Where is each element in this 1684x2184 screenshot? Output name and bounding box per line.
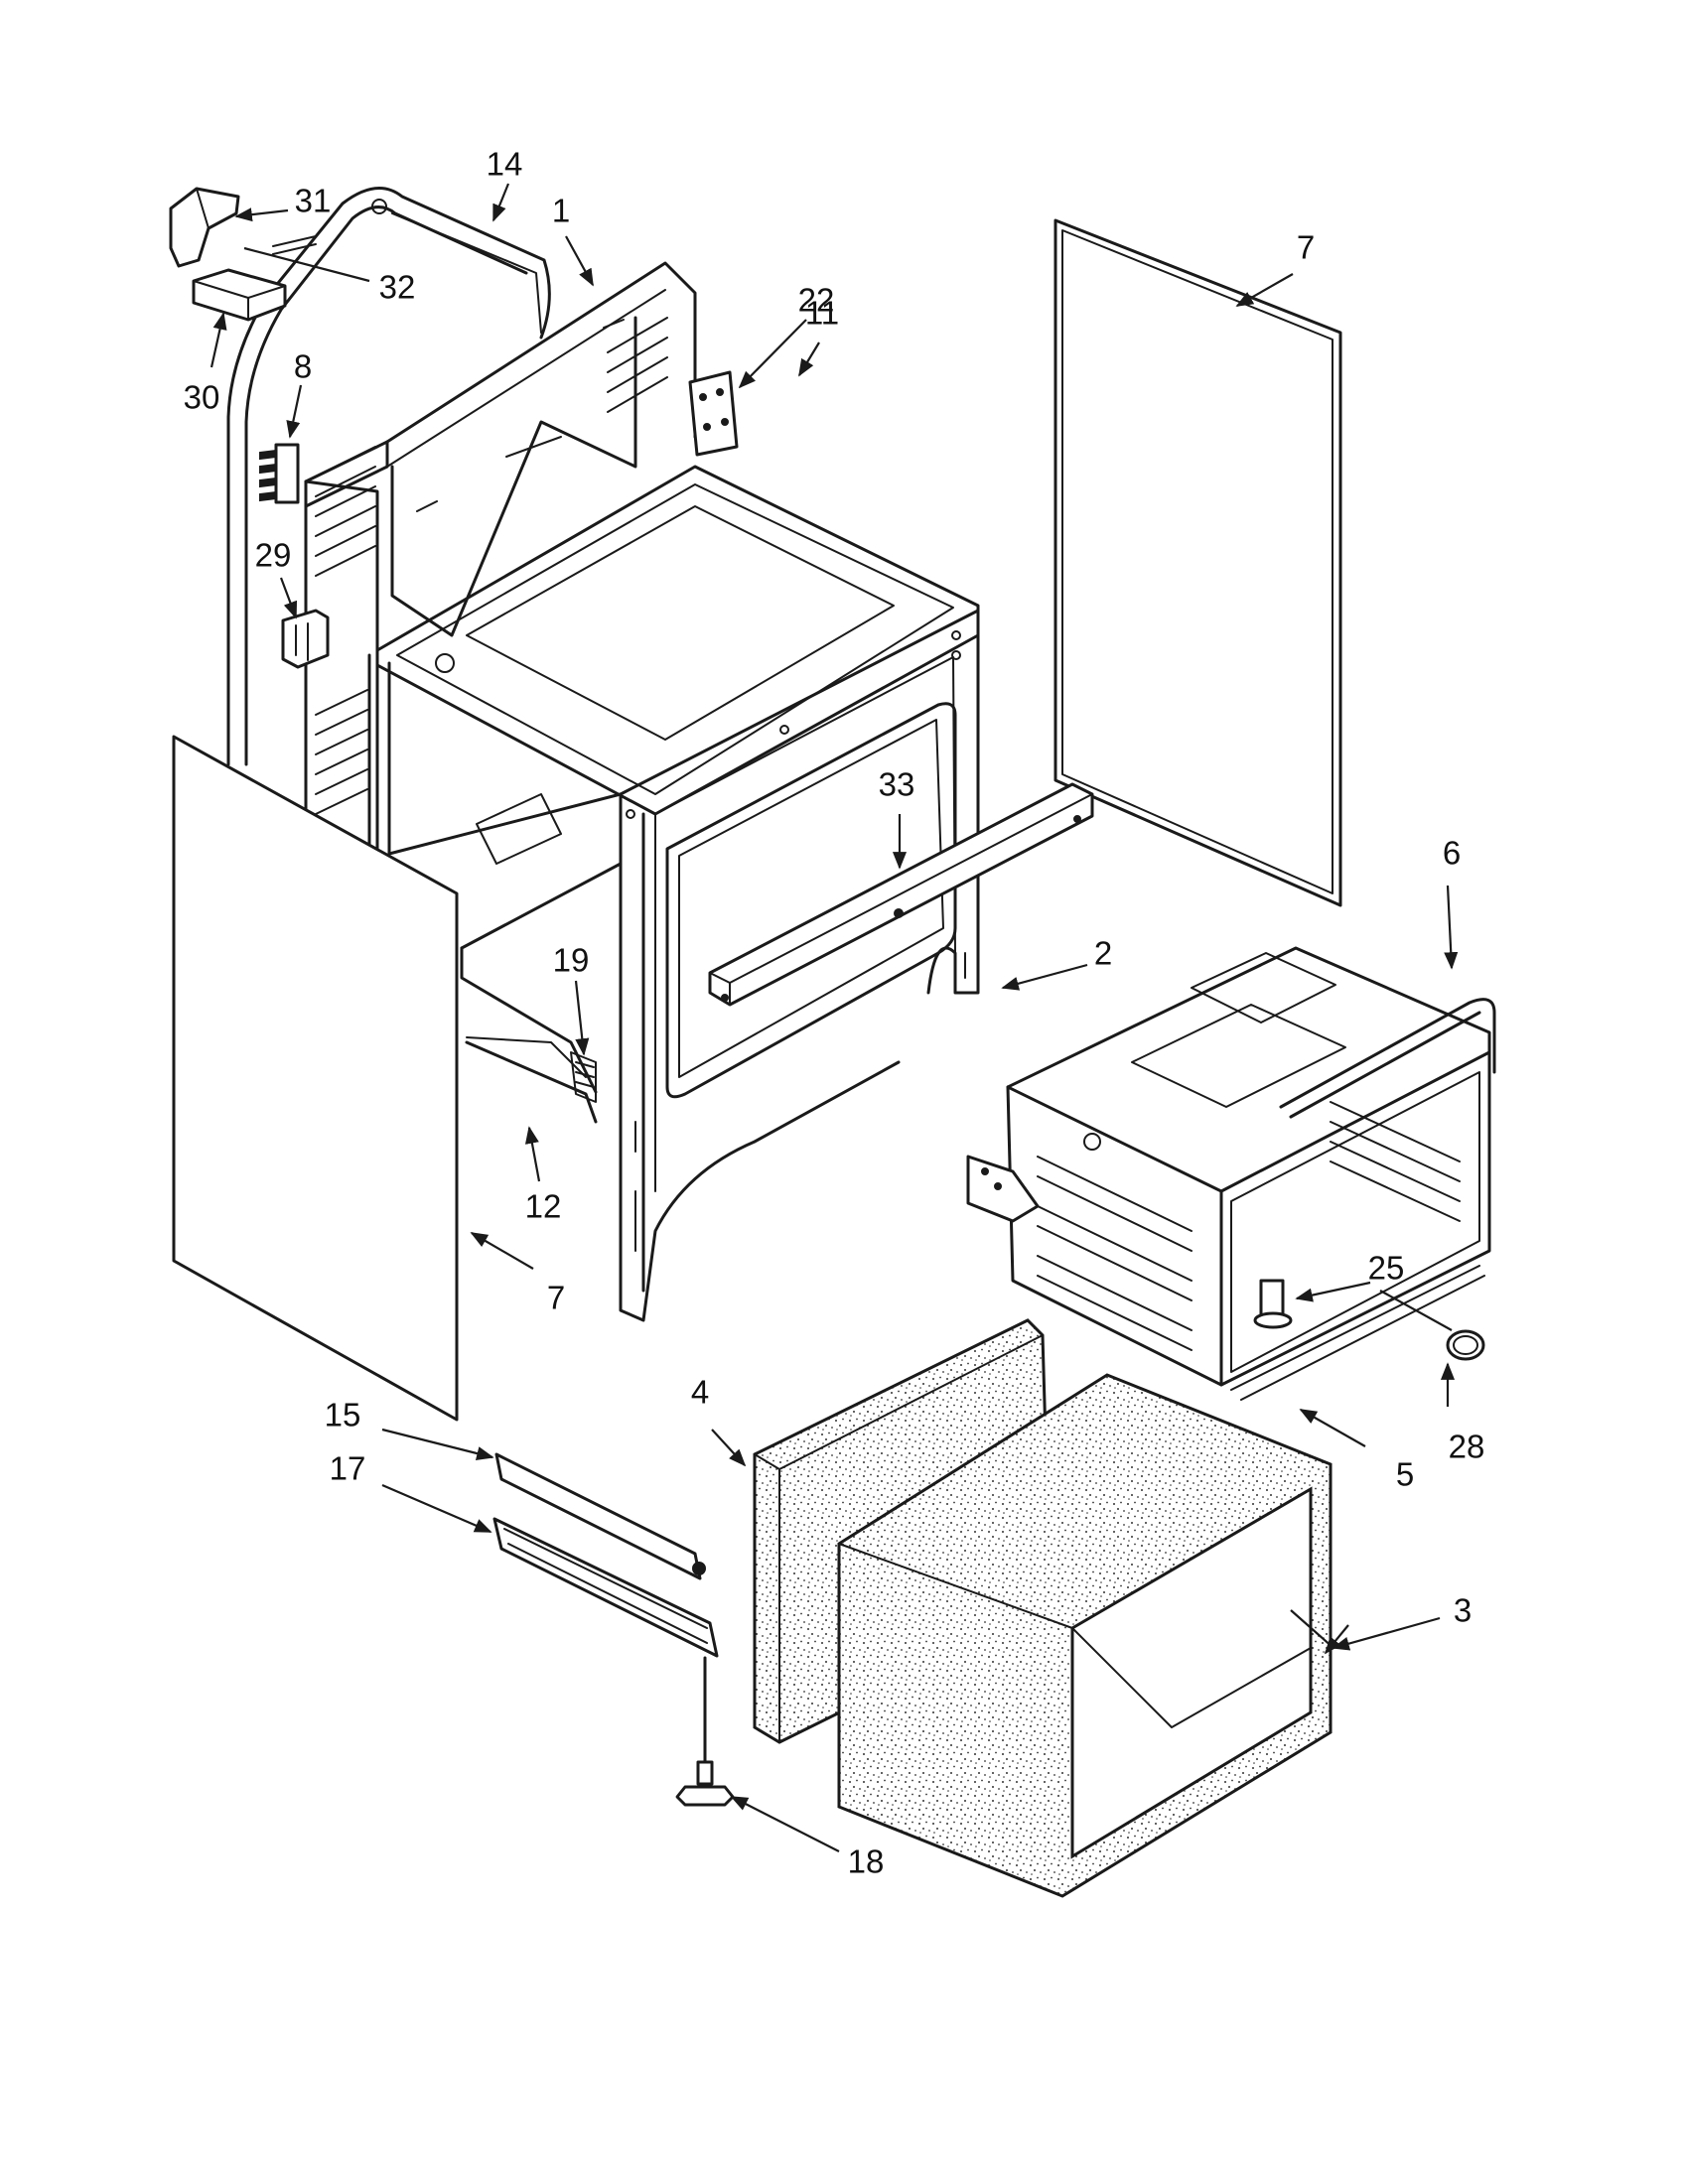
callout-22: 22 (798, 282, 835, 319)
side-panel-left (172, 735, 459, 1422)
callout-33: 33 (879, 766, 915, 803)
hinge-plate (688, 370, 739, 457)
callout-3: 3 (1454, 1592, 1472, 1629)
callout-6: 6 (1443, 835, 1461, 872)
insulation-3 (837, 1373, 1333, 1898)
callout-2: 2 (1094, 935, 1112, 972)
back-panel-vents (315, 317, 668, 815)
callout-14: 14 (487, 146, 523, 183)
callout-32: 32 (379, 269, 416, 306)
end-block-30 (192, 268, 287, 322)
backguard-frame (226, 187, 551, 766)
callout-8: 8 (294, 348, 312, 385)
callout-15: 15 (325, 1397, 361, 1433)
oven-liner (966, 946, 1496, 1401)
bottom-rail-bracket (465, 1040, 598, 1124)
callout-12: 12 (525, 1188, 562, 1225)
light-socket-28 (1446, 1329, 1485, 1361)
callout-17: 17 (330, 1450, 366, 1487)
callout-30: 30 (184, 379, 220, 416)
callout-31: 31 (295, 183, 332, 219)
callout-7-left: 7 (547, 1280, 565, 1316)
side-panel-right (1053, 218, 1342, 907)
callout-7-right: 7 (1297, 229, 1315, 266)
callout-25: 25 (1368, 1250, 1405, 1287)
callout-11: 11 (805, 295, 839, 332)
back-panel (304, 261, 697, 856)
callout-18: 18 (848, 1843, 885, 1880)
trim-strip-32 (272, 235, 317, 255)
leader-lines (210, 183, 1459, 1852)
crossbar (708, 782, 1094, 1007)
callout-5: 5 (1396, 1456, 1414, 1493)
terminal-block (259, 443, 300, 504)
drawer-slide-15 (494, 1452, 706, 1580)
callout-4: 4 (691, 1374, 709, 1411)
wire-clip (281, 609, 330, 669)
callout-28: 28 (1449, 1429, 1485, 1465)
end-cap-31 (169, 187, 240, 268)
leveling-leg-18 (675, 1656, 735, 1807)
callout-labels: 31 14 1 32 22 11 30 8 29 7 33 6 2 19 12 … (184, 146, 1485, 1880)
callout-29: 29 (255, 537, 292, 574)
drawer-slide-17 (492, 1517, 719, 1658)
callout-19: 19 (553, 942, 590, 979)
callout-1: 1 (552, 193, 570, 229)
